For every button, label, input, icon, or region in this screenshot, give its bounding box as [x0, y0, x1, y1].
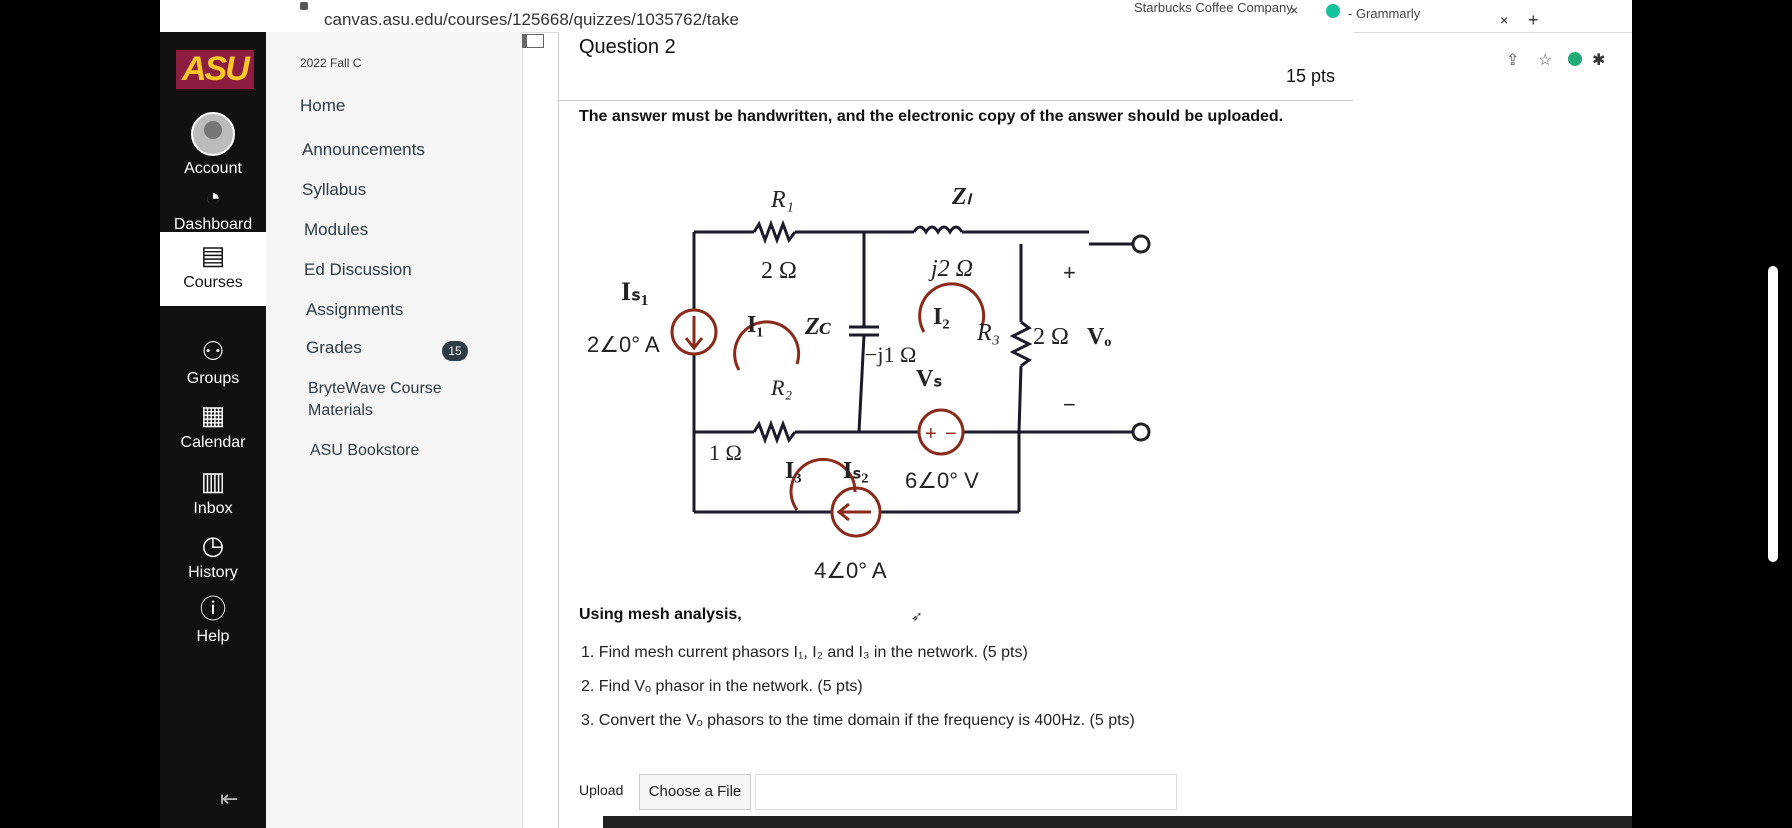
dashboard-icon: ◔: [205, 182, 221, 212]
mouse-cursor-icon: ➶: [911, 608, 923, 624]
i2-label: I₂: [933, 304, 950, 330]
tab-grammarly[interactable]: - Grammarly: [1348, 6, 1421, 21]
vo-minus: −: [1063, 392, 1076, 417]
r2-label: R₂: [770, 375, 792, 400]
global-nav-dashboard[interactable]: ◔ Dashboard: [160, 182, 266, 234]
global-nav-groups[interactable]: ⚇ Groups: [160, 336, 266, 388]
vo-label: Vₒ: [1087, 324, 1111, 350]
course-nav-assignments[interactable]: Assignments: [306, 300, 404, 319]
global-nav-label: Account: [184, 160, 242, 177]
r3-label: R₃: [976, 320, 1000, 346]
global-nav-history[interactable]: ◷ History: [160, 530, 266, 582]
zc-label: Zᴄ: [804, 314, 832, 340]
question-header: Question 2 15 pts: [559, 32, 1353, 101]
address-bar[interactable]: canvas.asu.edu/courses/125668/quizzes/10…: [324, 10, 739, 29]
screen: canvas.asu.edu/courses/125668/quizzes/10…: [160, 0, 1632, 828]
choose-file-button[interactable]: Choose a File: [639, 774, 751, 810]
circuit-diagram: R₁ 2 Ω Zₗ j2 Ω Zᴄ −j1 Ω R₂ 1 Ω R₃ 2 Ω Iₛ…: [587, 184, 1151, 583]
global-nav-account[interactable]: Account: [160, 112, 266, 178]
groups-icon: ⚇: [201, 336, 225, 366]
course-nav-ed-discussion[interactable]: Ed Discussion: [304, 260, 412, 279]
book-icon: ▤: [200, 240, 226, 270]
question-step: 1. Find mesh current phasors I₁, I₂ and …: [581, 644, 1028, 661]
r3-value: 2 Ω: [1033, 324, 1069, 350]
course-nav-grades[interactable]: Grades: [306, 338, 362, 357]
course-nav-brytewave-line2[interactable]: Materials: [308, 402, 373, 419]
is1-value: 2∠0° A: [587, 332, 660, 357]
i1-label: I₁: [747, 312, 764, 338]
global-nav-inbox[interactable]: ▥ Inbox: [160, 466, 266, 518]
is2-label: Iₛ₂: [843, 458, 869, 484]
global-nav-help[interactable]: ⓘ Help: [160, 594, 266, 646]
r2-value: 1 Ω: [709, 440, 742, 465]
global-nav-label: Dashboard: [173, 216, 253, 233]
zl-value: j2 Ω: [928, 256, 973, 282]
share-icon[interactable]: ⇪: [1506, 52, 1520, 69]
course-nav-syllabus[interactable]: Syllabus: [302, 180, 367, 199]
sidebar-toggle-icon[interactable]: [522, 34, 544, 48]
question-step: 2. Find Vₒ phasor in the network. (5 pts…: [581, 678, 863, 695]
grades-badge: 15: [442, 341, 468, 361]
is2-value: 4∠0° A: [814, 558, 887, 583]
mesh-prompt: Using mesh analysis,: [579, 606, 742, 623]
grammarly-icon: [1326, 4, 1340, 18]
calendar-icon: ▦: [200, 400, 226, 430]
course-nav-brytewave[interactable]: BryteWave Course: [308, 380, 442, 397]
vs-minus: −: [945, 423, 957, 445]
global-nav-label: Inbox: [193, 500, 233, 517]
quiz-content: Question 2 15 pts The answer must be han…: [558, 32, 1353, 828]
new-tab-icon[interactable]: +: [1528, 10, 1539, 30]
upload-dropzone[interactable]: [755, 774, 1177, 810]
help-icon: ⓘ: [199, 594, 226, 624]
course-nav-modules[interactable]: Modules: [304, 220, 369, 239]
global-nav-label: History: [188, 564, 238, 581]
browser-chrome: canvas.asu.edu/courses/125668/quizzes/10…: [160, 0, 1632, 69]
vs-value: 6∠0° V: [905, 468, 979, 493]
global-nav-label: Courses: [183, 274, 243, 291]
course-term: 2022 Fall C: [300, 56, 362, 70]
global-nav-label: Calendar: [180, 434, 246, 451]
global-nav-label: Help: [196, 628, 230, 645]
global-nav-courses[interactable]: ▤ Courses: [160, 232, 266, 306]
course-nav-home[interactable]: Home: [300, 96, 346, 115]
avatar: [191, 112, 235, 156]
collapse-nav-icon[interactable]: ⇤: [220, 786, 239, 811]
global-nav: ASU Account ◔ Dashboard ▤ Courses ⚇ Grou…: [160, 32, 266, 828]
question-title: Question 2: [579, 36, 676, 58]
vs-plus: +: [925, 423, 937, 445]
is1-label: Iₛ₁: [621, 277, 649, 306]
global-nav-calendar[interactable]: ▦ Calendar: [160, 400, 266, 452]
vo-plus: +: [1063, 260, 1076, 285]
star-icon[interactable]: ☆: [1538, 52, 1553, 69]
global-nav-label: Groups: [186, 370, 240, 387]
inbox-icon: ▥: [200, 466, 226, 496]
vs-label: Vₛ: [916, 366, 942, 392]
clock-icon: ◷: [201, 530, 225, 560]
upload-label: Upload: [579, 782, 624, 798]
course-nav-announcements[interactable]: Announcements: [302, 140, 425, 159]
course-nav-bookstore[interactable]: ASU Bookstore: [310, 442, 420, 459]
puzzle-icon[interactable]: ✱: [1592, 52, 1606, 69]
scrollbar[interactable]: [1768, 266, 1778, 562]
r1-value: 2 Ω: [761, 258, 797, 284]
taskbar: [603, 816, 1632, 828]
zc-value: −j1 Ω: [865, 342, 916, 367]
close-tab-icon[interactable]: ×: [1290, 2, 1299, 18]
r1-label: R₁: [770, 187, 794, 213]
tab-starbucks[interactable]: Starbucks Coffee Company: [1134, 0, 1293, 15]
close-tab-icon[interactable]: ×: [1500, 12, 1509, 28]
i3-label: I₃: [785, 458, 802, 484]
extension-icon[interactable]: [1568, 52, 1582, 66]
course-nav: 2022 Fall C Home Announcements Syllabus …: [266, 32, 523, 828]
question-step: 3. Convert the Vₒ phasors to the time do…: [581, 712, 1135, 729]
question-instruction: The answer must be handwritten, and the …: [579, 108, 1284, 125]
lock-icon: [300, 2, 308, 10]
zl-label: Zₗ: [951, 184, 973, 210]
asu-logo[interactable]: ASU: [176, 50, 254, 89]
question-points: 15 pts: [1285, 66, 1335, 86]
